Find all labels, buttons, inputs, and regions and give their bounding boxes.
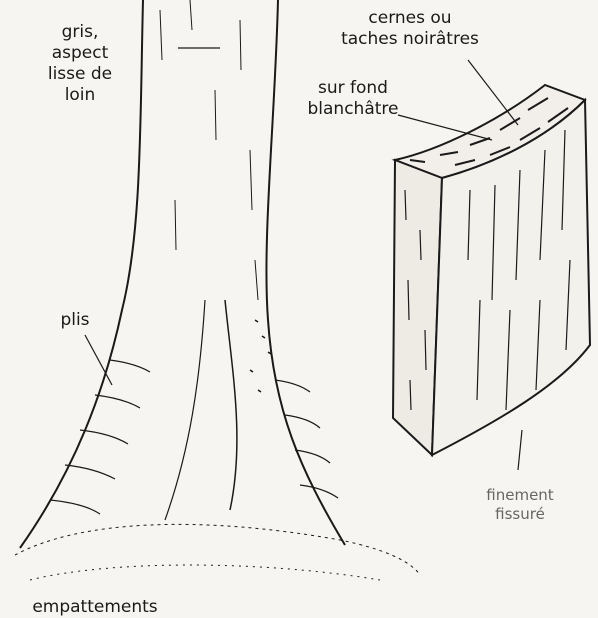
leader-rings bbox=[468, 60, 518, 125]
label-background-line2: blanchâtre bbox=[298, 99, 408, 120]
label-grey-line3: lisse de bbox=[40, 64, 120, 85]
label-background: sur fond blanchâtre bbox=[298, 78, 408, 120]
label-buttress-text: empattements bbox=[20, 597, 170, 618]
label-rings-line2: taches noirâtres bbox=[330, 29, 490, 50]
label-buttress: empattements bbox=[20, 597, 170, 618]
label-grey-line1: gris, bbox=[40, 22, 120, 43]
label-grey: gris, aspect lisse de loin bbox=[40, 22, 120, 106]
label-folds: plis bbox=[50, 310, 100, 331]
label-grey-line2: aspect bbox=[40, 43, 120, 64]
label-background-line1: sur fond bbox=[298, 78, 408, 99]
wood-block-illustration bbox=[393, 85, 590, 455]
label-rings: cernes ou taches noirâtres bbox=[330, 8, 490, 50]
leader-folds bbox=[85, 335, 112, 385]
label-grey-line4: loin bbox=[40, 85, 120, 106]
label-fissured: finement fissuré bbox=[470, 486, 570, 524]
leader-fissured bbox=[518, 430, 522, 470]
label-folds-text: plis bbox=[50, 310, 100, 331]
label-fissured-line2: fissuré bbox=[470, 505, 570, 524]
label-fissured-line1: finement bbox=[470, 486, 570, 505]
label-rings-line1: cernes ou bbox=[330, 8, 490, 29]
